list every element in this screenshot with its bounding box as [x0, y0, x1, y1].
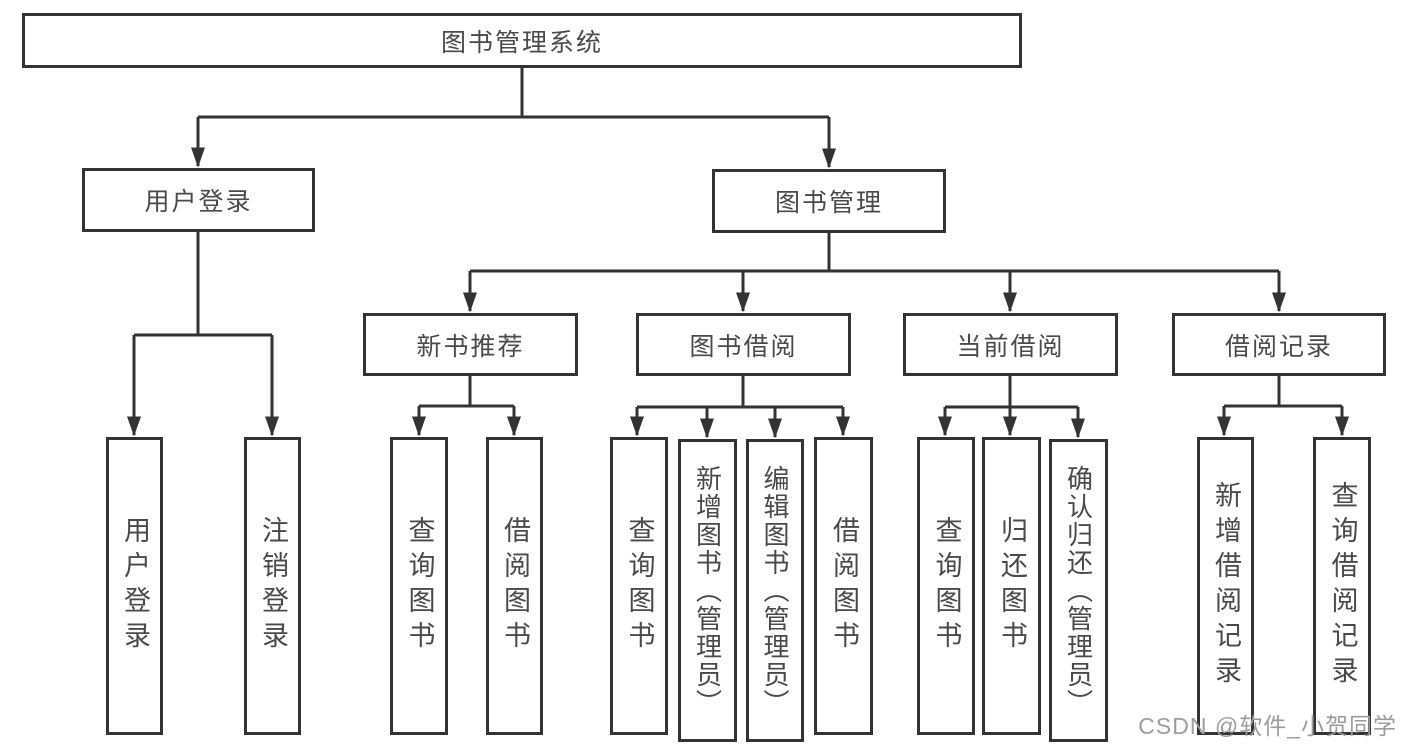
leaf-query-books-3: 查询图书	[917, 437, 975, 735]
node-root: 图书管理系统	[22, 13, 1022, 68]
node-book-borrowing: 图书借阅	[636, 313, 851, 376]
csdn-watermark: CSDN @软件_小贺同学	[1138, 713, 1397, 739]
leaf-query-borrow-record: 查询借阅记录	[1313, 437, 1371, 735]
leaf-borrow-books-1: 借阅图书	[486, 437, 543, 735]
leaf-query-books-2: 查询图书	[610, 437, 668, 735]
leaf-logout: 注销登录	[244, 437, 301, 735]
node-book-management: 图书管理	[712, 169, 946, 233]
leaf-add-borrow-record: 新增借阅记录	[1197, 437, 1254, 735]
leaf-query-books-1: 查询图书	[390, 437, 448, 735]
leaf-edit-book-admin: 编辑图书（管理员）	[746, 439, 804, 742]
leaf-add-book-admin: 新增图书（管理员）	[678, 439, 737, 742]
node-user-login: 用户登录	[82, 168, 315, 232]
node-borrowing-records: 借阅记录	[1172, 313, 1386, 376]
leaf-user-login: 用户登录	[106, 437, 163, 735]
leaf-return-books: 归还图书	[982, 437, 1041, 735]
leaf-borrow-books-2: 借阅图书	[814, 437, 873, 735]
node-current-borrowing: 当前借阅	[903, 313, 1118, 376]
leaf-confirm-return-admin: 确认归还（管理员）	[1049, 439, 1108, 742]
node-new-book-recommend: 新书推荐	[363, 313, 578, 376]
